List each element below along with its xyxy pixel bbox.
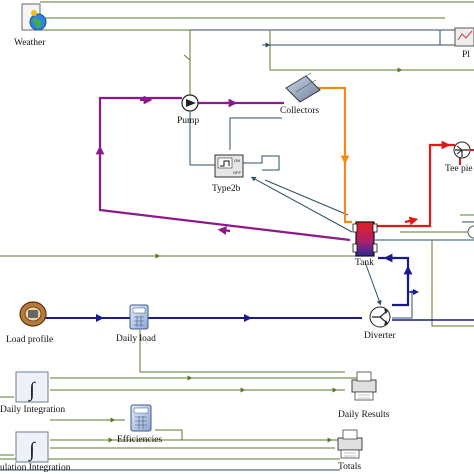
type2b-label: Type2b (212, 184, 241, 194)
simulation-integration-label: ulation Integration (0, 463, 71, 473)
pump-label: Pump (177, 116, 200, 126)
type2b-off-label: OFF (233, 170, 242, 175)
right-edge-component-icon (462, 221, 474, 239)
weather-label: Weather (14, 38, 46, 48)
pump-icon[interactable] (181, 94, 199, 112)
daily-load-calculator-icon[interactable] (129, 304, 149, 330)
daily-integrator-icon[interactable]: ∫ (15, 371, 49, 403)
tee-piece-label: Tee pie (445, 164, 473, 174)
type2b-on-label: ON (234, 158, 240, 163)
fluid-loops (45, 86, 474, 322)
simulation-integrator-symbol: ∫ (27, 439, 36, 462)
daily-load-label: Daily load (116, 334, 156, 344)
solar-collector-icon[interactable] (285, 72, 321, 103)
daily-integrator-symbol: ∫ (27, 379, 36, 402)
collectors-label: Collectors (280, 106, 320, 116)
efficiencies-calculator-icon[interactable] (130, 404, 152, 432)
simulation-integrator-icon[interactable]: ∫ (15, 431, 49, 463)
daily-results-label: Daily Results (338, 410, 390, 420)
load-profile-label: Load profile (6, 335, 54, 345)
diverter-label: Diverter (364, 331, 396, 341)
totals-printer-icon[interactable] (337, 429, 363, 459)
load-profile-icon[interactable] (19, 301, 47, 327)
efficiencies-label: Efficiencies (117, 435, 163, 445)
tee-piece-icon[interactable] (453, 141, 471, 159)
storage-tank-icon[interactable] (352, 221, 378, 257)
daily-integration-label: Daily Integration (0, 405, 66, 415)
type2b-controller-icon[interactable]: ON OFF (214, 154, 244, 178)
weather-icon[interactable] (21, 3, 47, 31)
diverter-icon[interactable] (369, 306, 391, 328)
plotter-label: Pl (462, 50, 470, 60)
plotter-icon[interactable] (454, 27, 474, 47)
daily-results-printer-icon[interactable] (351, 371, 377, 401)
totals-label: Totals (338, 462, 362, 472)
tank-label: Tank (355, 258, 374, 268)
